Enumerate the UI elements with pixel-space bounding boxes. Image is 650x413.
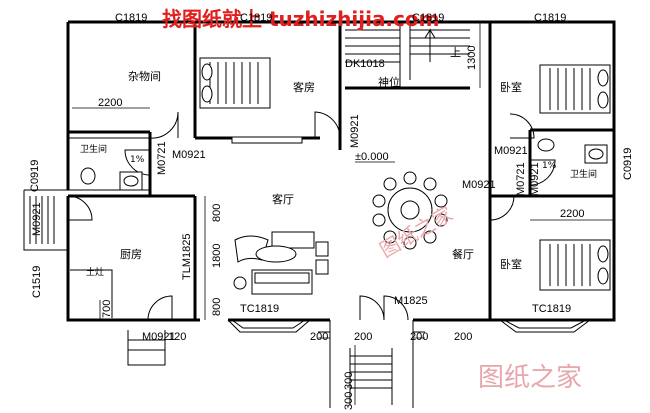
- stair-up-mark: 上: [450, 46, 461, 59]
- dim-2200-right: 2200: [560, 208, 584, 220]
- room-storage: 杂物间: [128, 69, 161, 83]
- dim-700: 700: [101, 300, 113, 318]
- room-bathroom-left: 卫生间: [80, 143, 107, 155]
- watermark-top: 找图纸就上 tuzhizhijia.com: [162, 7, 439, 31]
- room-shrine: 神位: [378, 75, 400, 89]
- dim-120: 120: [168, 331, 186, 343]
- room-stove: 土灶: [86, 266, 104, 278]
- room-bedroom-bottom: 卧室: [500, 257, 522, 271]
- dim-200-d: 200: [454, 331, 472, 343]
- front-projections: [127, 319, 591, 408]
- dim-2200-left: 2200: [98, 97, 122, 109]
- door-dk1018: DK1018: [345, 58, 385, 70]
- window-c1819-a: C1819: [115, 12, 147, 24]
- dimension-lines: [72, 22, 614, 405]
- elevation-mark: ±0.000: [355, 151, 389, 163]
- window-tc1819-a: TC1819: [240, 303, 279, 315]
- slope-pct-right: 1%: [542, 161, 557, 171]
- slope-pct-left: 1%: [130, 155, 145, 165]
- dim-800-bottom: 800: [211, 298, 223, 316]
- window-c0919-a: C0919: [29, 160, 41, 192]
- window-c1819-b: C1819: [240, 12, 272, 24]
- window-tc1819-b: TC1819: [532, 303, 571, 315]
- room-bedroom-top: 卧室: [500, 80, 522, 94]
- window-c1519: C1519: [31, 266, 43, 298]
- dim-300-a: 300: [343, 372, 355, 390]
- room-dining: 餐厅: [452, 247, 474, 261]
- door-m0721-b: M0721: [515, 162, 527, 196]
- door-m0921-c: M0921: [494, 145, 528, 157]
- dim-300-b: 300: [343, 392, 355, 410]
- room-bathroom-right: 卫生间: [570, 168, 597, 180]
- window-c0919-b: C0919: [622, 148, 634, 180]
- doors: [67, 111, 556, 321]
- room-living: 客厅: [272, 192, 294, 206]
- door-m0921-e: M0921: [31, 202, 43, 236]
- door-m0921-g: M0921: [529, 162, 541, 196]
- dim-800-top: 800: [211, 204, 223, 222]
- door-m0921-b: M0921: [349, 114, 361, 148]
- window-c1819-c: C1819: [412, 12, 444, 24]
- room-kitchen: 厨房: [120, 248, 142, 261]
- dim-200-a: 200: [310, 331, 328, 343]
- dim-1300: 1300: [466, 46, 478, 70]
- door-m0921-d: M0921: [462, 179, 496, 191]
- door-tlm1825: TLM1825: [181, 234, 193, 280]
- room-guest: 客房: [293, 80, 315, 94]
- watermark-bottom-right: 图纸之家: [478, 363, 582, 393]
- door-m1825: M1825: [394, 295, 428, 307]
- staircase: [345, 22, 470, 88]
- door-m0921-a: M0921: [172, 149, 206, 161]
- furniture: [70, 57, 611, 318]
- dim-200-c: 200: [410, 331, 428, 343]
- dim-200-b: 200: [354, 331, 372, 343]
- window-c1819-d: C1819: [534, 12, 566, 24]
- door-m0721-a: M0721: [156, 141, 168, 175]
- dim-1800: 1800: [211, 244, 223, 268]
- door-m0921-f: M0921: [142, 331, 176, 343]
